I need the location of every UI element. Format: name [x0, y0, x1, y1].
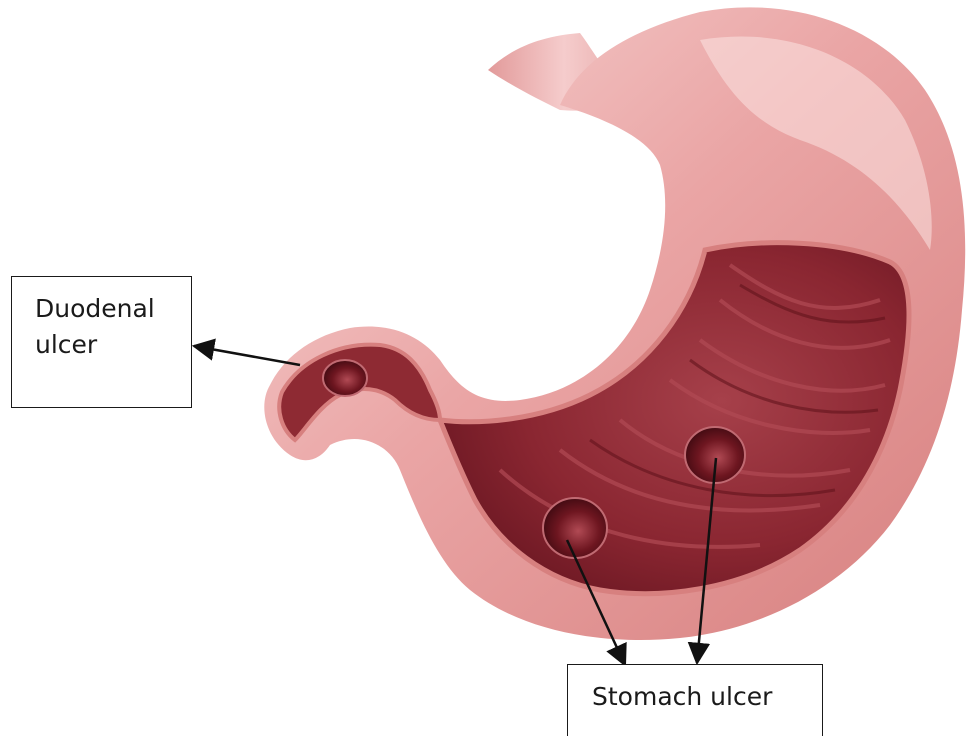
- stomach-ulcer-lower: [543, 498, 607, 558]
- duodenal-ulcer-arrow: [194, 346, 300, 365]
- duodenal-label-line2: ulcer: [35, 327, 191, 363]
- duodenal-label-line1: Duodenal: [35, 291, 191, 327]
- stomach-ulcer-label: Stomach ulcer: [567, 664, 823, 736]
- duodenal-ulcer: [323, 360, 367, 396]
- duodenal-ulcer-label: Duodenal ulcer: [11, 276, 192, 408]
- stomach-label-text: Stomach ulcer: [592, 682, 772, 711]
